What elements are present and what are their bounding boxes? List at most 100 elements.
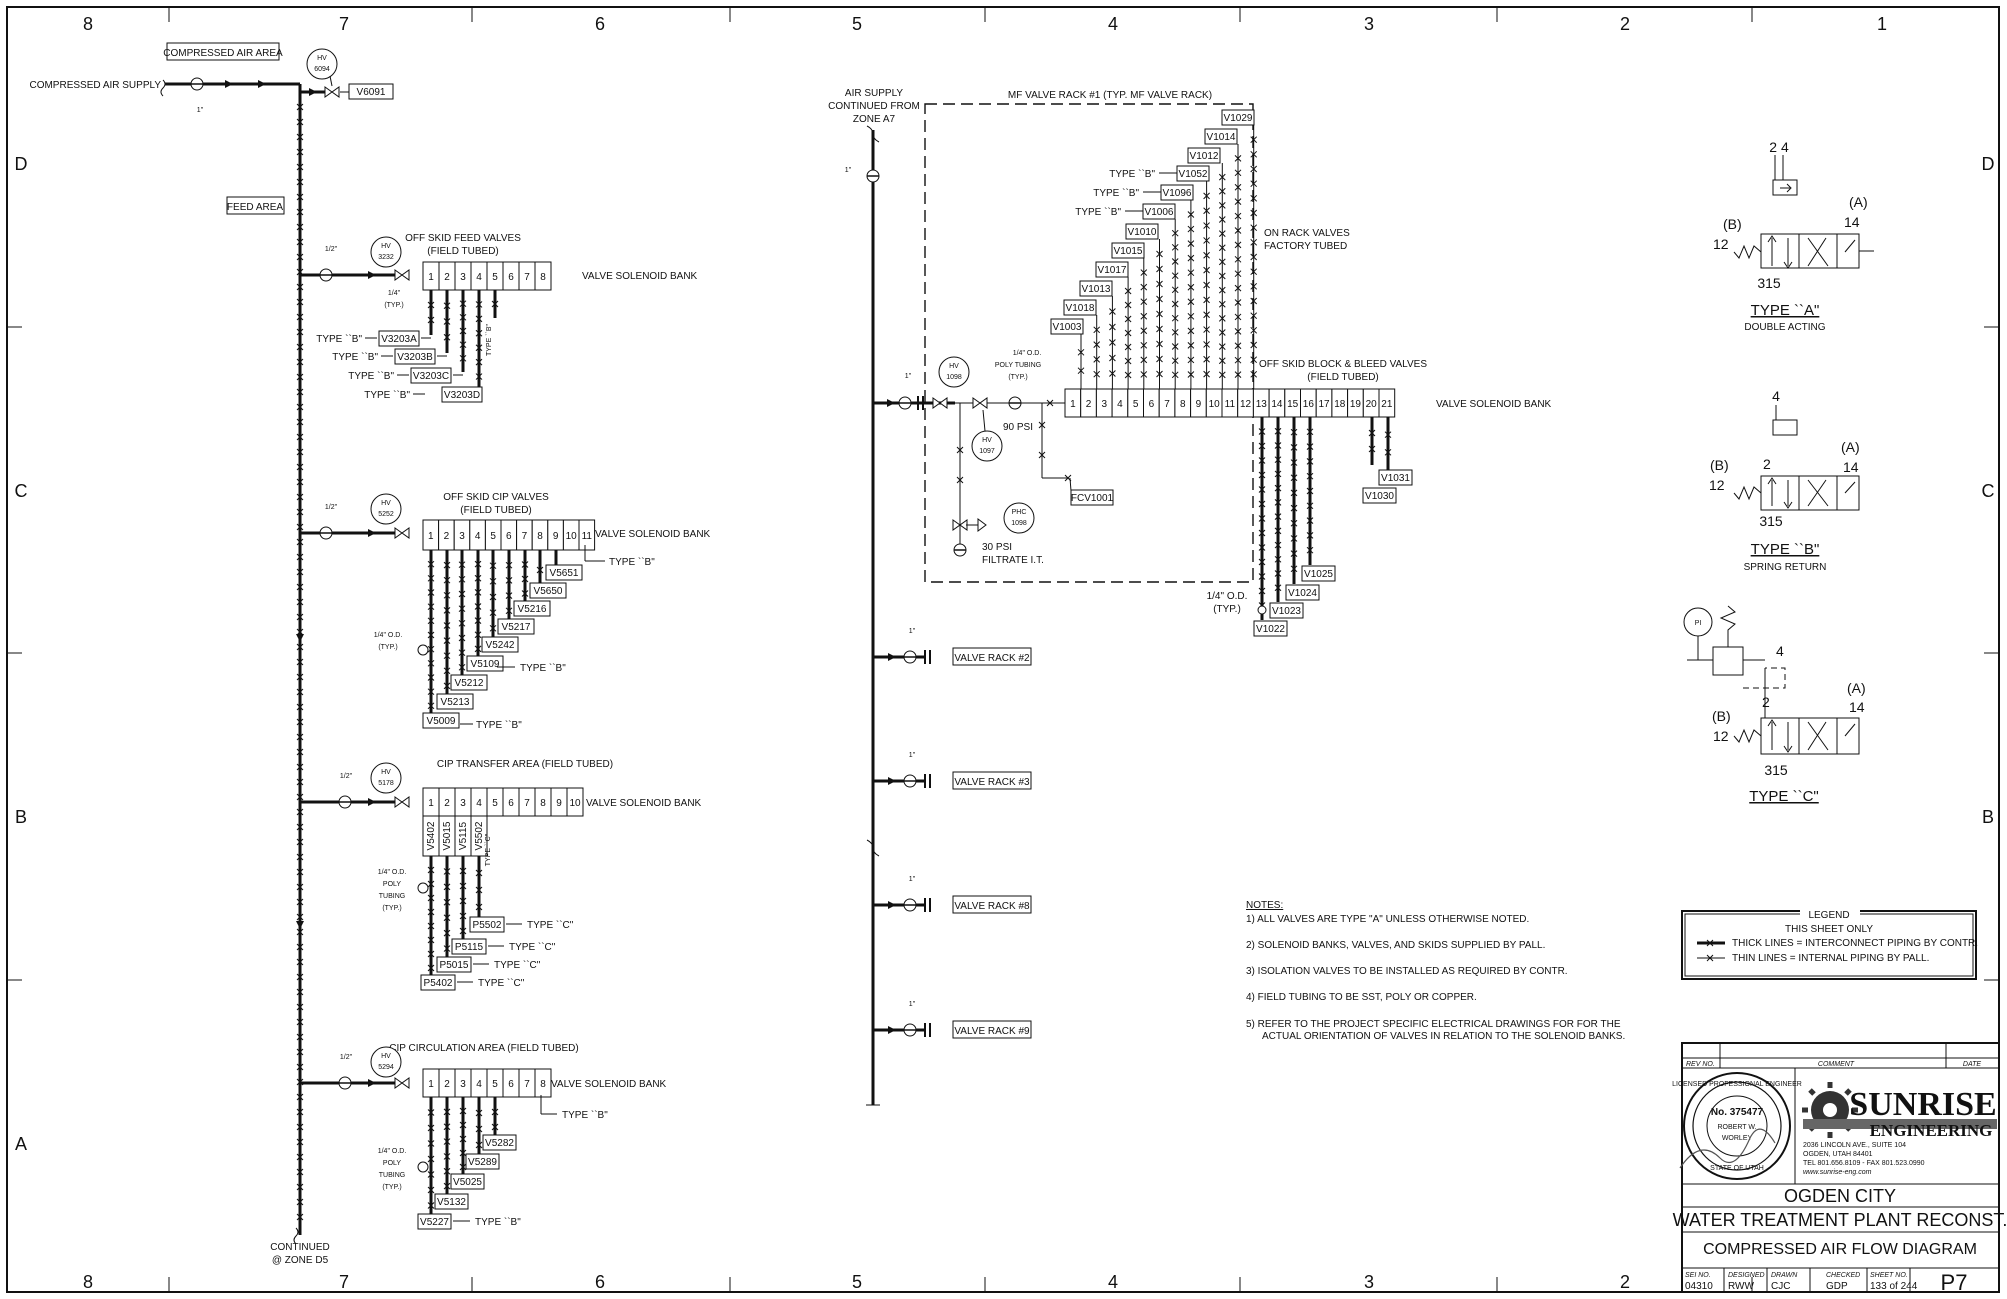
air-supply-label-1: AIR SUPPLY bbox=[845, 88, 903, 99]
rack-type-b-3: TYPE ``B" bbox=[1075, 206, 1121, 218]
feed-bank-cell bbox=[534, 261, 552, 291]
rack-bank-cell-label: 4 bbox=[1117, 399, 1123, 410]
feed-bank-label: VALVE SOLENOID BANK bbox=[582, 271, 698, 282]
valve-tag-v1022 bbox=[1253, 620, 1288, 637]
cip-valves-group: OFF SKID CIP VALVES (FIELD TUBED) 1/2" H… bbox=[300, 492, 711, 731]
valve-tag-v3203b bbox=[394, 348, 436, 365]
svg-text:(A): (A) bbox=[1849, 194, 1868, 210]
sheet-no-label: SHEET NO. bbox=[1870, 1272, 1908, 1279]
valve-tag-v1017-label: V1017 bbox=[1098, 265, 1127, 276]
phc-1098-tag bbox=[1003, 502, 1035, 534]
svg-text:5178: 5178 bbox=[378, 780, 394, 787]
svg-text:1098: 1098 bbox=[1011, 520, 1027, 527]
date-label: DATE bbox=[1963, 1061, 1981, 1068]
circ-poly-3: TUBING bbox=[379, 1172, 405, 1179]
valve-tag-v1003 bbox=[1050, 318, 1084, 335]
col-label-8-bottom: 8 bbox=[83, 1272, 93, 1292]
legend-title: LEGEND bbox=[1808, 910, 1849, 921]
transfer-type-c-1: TYPE ``C" bbox=[527, 919, 574, 931]
valve-tag-v5217-label: V5217 bbox=[502, 622, 531, 633]
svg-text:(A): (A) bbox=[1841, 439, 1860, 455]
valve-tag-v5212 bbox=[450, 674, 488, 691]
rack-poly-3: (TYP.) bbox=[1008, 374, 1027, 381]
transfer-title: CIP TRANSFER AREA (FIELD TUBED) bbox=[437, 759, 613, 770]
legend-sub: THIS SHEET ONLY bbox=[1785, 924, 1873, 935]
rack-bank-cell-label: 15 bbox=[1287, 399, 1299, 410]
feed-bank-cell-label: 3 bbox=[460, 272, 466, 283]
valve-tag-v1015 bbox=[1111, 242, 1145, 259]
circ-bank-cell-label: 6 bbox=[508, 1079, 514, 1090]
v5009-type-b: TYPE ``B" bbox=[476, 719, 522, 731]
valve-tag-v1029 bbox=[1221, 109, 1255, 126]
title-block: REV NO. COMMENT DATE LICENSED PROFESSION… bbox=[1672, 1042, 2007, 1295]
feed-bank-cell-label: 7 bbox=[524, 272, 530, 283]
valve-tag-v1031-label: V1031 bbox=[1381, 473, 1410, 484]
valve-tag-v1052-label: V1052 bbox=[1179, 169, 1208, 180]
rack-bank-cell-label: 1 bbox=[1070, 399, 1076, 410]
valve-tag-v1031 bbox=[1378, 469, 1413, 486]
note-4: 4) FIELD TUBING TO BE SST, POLY OR COPPE… bbox=[1246, 992, 1477, 1003]
transfer-bank-cell-label: 9 bbox=[556, 798, 562, 809]
valve-tag-v5282-label: V5282 bbox=[485, 1138, 514, 1149]
feed-bank-cell-label: 8 bbox=[540, 272, 546, 283]
valve-tag-v5227 bbox=[417, 1213, 452, 1230]
col-label-8: 8 bbox=[83, 14, 93, 34]
valve-tag-v1003-label: V1003 bbox=[1053, 322, 1082, 333]
rack-poly-2: POLY TUBING bbox=[995, 362, 1041, 369]
col-label-3-bottom: 3 bbox=[1364, 1272, 1374, 1292]
notes-heading: NOTES: bbox=[1246, 900, 1283, 911]
rev-no-label: REV NO. bbox=[1686, 1061, 1715, 1068]
svg-text:HV: HV bbox=[381, 769, 391, 776]
feed-valves-group: OFF SKID FEED VALVES (FIELD TUBED) 1/2" … bbox=[300, 233, 698, 403]
svg-text:2: 2 bbox=[1763, 456, 1771, 472]
air-supply-label-3: ZONE A7 bbox=[853, 114, 896, 125]
note-5-cont: ACTUAL ORIENTATION OF VALVES IN RELATION… bbox=[1262, 1031, 1625, 1042]
rack-bank-cell-label: 16 bbox=[1303, 399, 1315, 410]
svg-text:14: 14 bbox=[1844, 214, 1860, 230]
cip-bank-cell-label: 11 bbox=[582, 531, 593, 542]
rack-bank-cell-label: 20 bbox=[1366, 399, 1378, 410]
rack-bank-cell-label: 2 bbox=[1086, 399, 1092, 410]
rack-bank-cell-label: 6 bbox=[1149, 399, 1155, 410]
header-x-marks bbox=[296, 103, 304, 1221]
col-label-6: 6 bbox=[595, 14, 605, 34]
svg-text:4: 4 bbox=[1776, 643, 1784, 659]
valve-tag-v5650-label: V5650 bbox=[534, 586, 563, 597]
svg-text:(B): (B) bbox=[1723, 216, 1742, 232]
svg-text:PI: PI bbox=[1695, 620, 1702, 627]
col-label-6-bottom: 6 bbox=[595, 1272, 605, 1292]
valve-tag-v3203d-label: V3203D bbox=[444, 390, 480, 401]
rack-bank-cell-label: 3 bbox=[1101, 399, 1107, 410]
valve-tag-v6091: V6091 bbox=[357, 87, 386, 98]
row-label-d-right: D bbox=[1982, 154, 1995, 174]
cip-bank-cell-label: 3 bbox=[459, 531, 465, 542]
transfer-type-c-3: TYPE ``C" bbox=[494, 959, 541, 971]
valve-tag-v1023 bbox=[1269, 602, 1304, 619]
cip-subtitle: (FIELD TUBED) bbox=[460, 505, 532, 516]
svg-text:STATE OF UTAH: STATE OF UTAH bbox=[1710, 1165, 1764, 1172]
valve-tag-p5115-label: P5115 bbox=[455, 942, 484, 953]
type-c-label: TYPE ``C" bbox=[1749, 788, 1819, 805]
valve-rack-label-1: VALVE RACK #2 bbox=[954, 653, 1030, 664]
feed-subtitle: (FIELD TUBED) bbox=[427, 246, 499, 257]
rack-od-typ-label: (TYP.) bbox=[1213, 604, 1241, 615]
legend-thin: THIN LINES = INTERNAL PIPING BY PALL. bbox=[1732, 953, 1929, 964]
cip-bank-cell-label: 7 bbox=[522, 531, 528, 542]
valve-rack-label-2: VALVE RACK #3 bbox=[954, 777, 1030, 788]
transfer-bank-cell-label: 6 bbox=[508, 798, 514, 809]
type-b-label: TYPE ``B" bbox=[1751, 541, 1820, 558]
valve-tag-p5015 bbox=[436, 956, 472, 973]
psi-90-label: 90 PSI bbox=[1003, 422, 1033, 433]
svg-text:3232: 3232 bbox=[378, 254, 394, 261]
valve-tag-v3203b-label: V3203B bbox=[397, 352, 433, 363]
valve-tag-v1024 bbox=[1285, 584, 1320, 601]
transfer-poly-4: (TYP.) bbox=[382, 905, 401, 912]
rack-type-b-1: TYPE ``B" bbox=[1109, 168, 1155, 180]
v5109-type-b: TYPE ``B" bbox=[520, 662, 566, 674]
row-label-b: B bbox=[15, 807, 27, 827]
circ-bank-label: VALVE SOLENOID BANK bbox=[551, 1079, 667, 1090]
valve-tag-v5216-label: V5216 bbox=[518, 604, 547, 615]
valve-tag-fcv1001: FCV1001 bbox=[1071, 493, 1114, 504]
